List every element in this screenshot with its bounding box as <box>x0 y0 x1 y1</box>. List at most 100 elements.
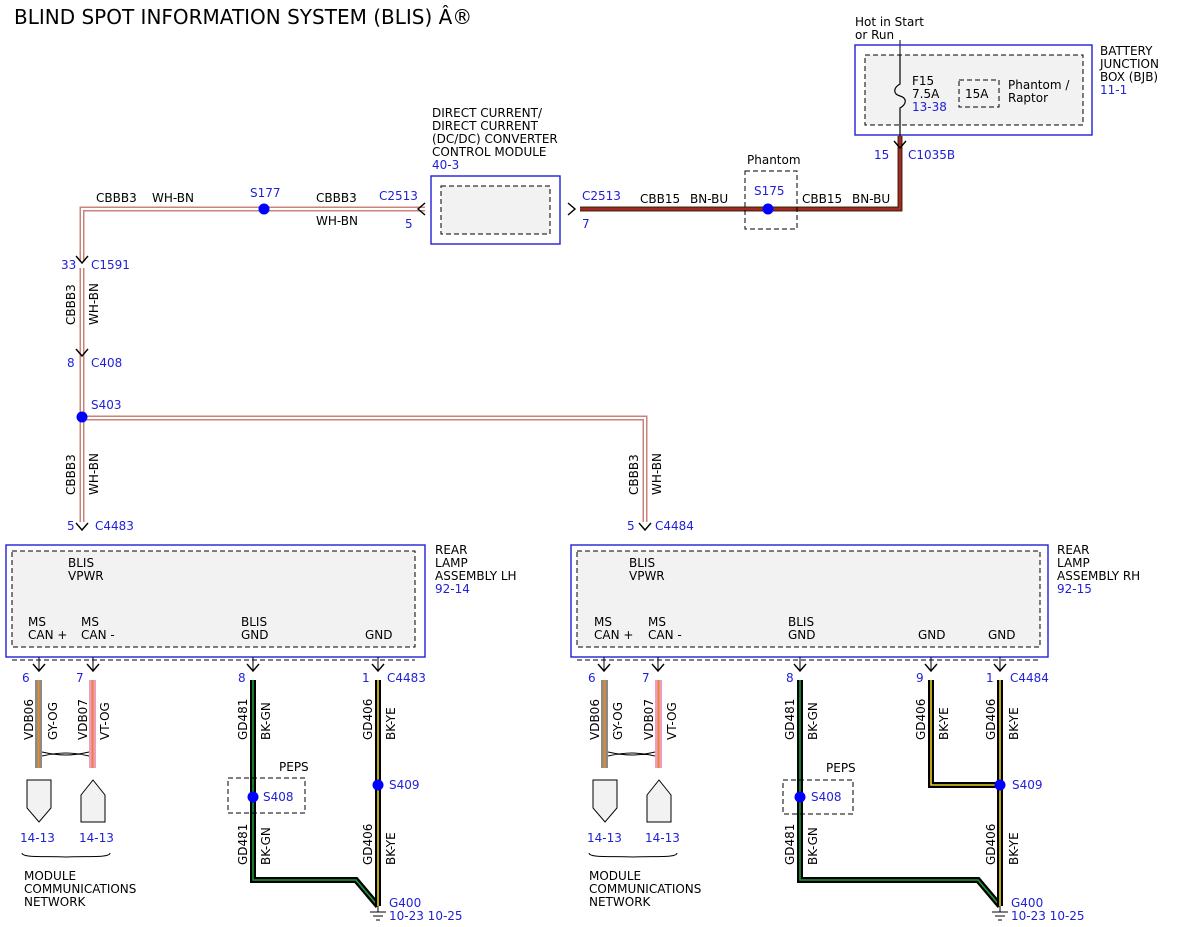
bjb-connector: C1035B <box>908 148 955 162</box>
wire-label-whbn-a: WH-BN <box>152 191 194 205</box>
rh-net-2: COMMUNICATIONS <box>589 882 701 896</box>
splice-s177 <box>258 203 270 215</box>
wire-label-bnbu-a: BN-BU <box>690 192 728 206</box>
rh-name-1: REAR <box>1057 543 1089 557</box>
connector-arrow-rh-pin7 <box>651 663 665 673</box>
rh-label-vtog: VT-OG <box>665 702 679 740</box>
lh-label-gd406-b: GD406 <box>361 824 375 865</box>
rh-blisgnd-2: GND <box>788 628 816 642</box>
lh-blisgnd-1: BLIS <box>241 615 267 629</box>
alt-note-1: Phantom / <box>1008 78 1070 92</box>
dcdc-in-connector: C2513 <box>582 189 621 203</box>
rh-label-gd406-b: GD406 <box>984 699 998 740</box>
lh-name-1: REAR <box>435 543 467 557</box>
rh-pin-7: 7 <box>642 671 650 685</box>
rh-label-bkgn-b: BK-GN <box>806 827 820 865</box>
splice-s409-rh <box>994 779 1006 791</box>
rh-peps-box <box>782 779 854 815</box>
rh-label-gd406-a: GD406 <box>914 699 928 740</box>
lh-ground-name: G400 <box>389 896 421 910</box>
lh-vpwr-2: VPWR <box>68 569 104 583</box>
lh-blisgnd-2: GND <box>241 628 269 642</box>
supply-label-1: Hot in Start <box>855 15 924 29</box>
rh-pin-6: 6 <box>588 671 596 685</box>
alt-fuse: 15A <box>965 87 989 101</box>
wire-label-cbb15-a: CBB15 <box>640 192 680 206</box>
ground-icon <box>370 906 386 921</box>
rh-net-1: MODULE <box>589 869 641 883</box>
wire-label-cbbb3-c: CBBB3 <box>64 284 78 325</box>
rh-label-bkye-b: BK-YE <box>1007 707 1021 740</box>
c4484-vpwr-pin: 5 <box>627 519 635 533</box>
dcdc-out-pin: 5 <box>405 217 413 231</box>
fuse-ref: 13-38 <box>912 100 947 114</box>
connector-arrow-rh-pin6 <box>597 663 611 673</box>
rear-lamp-rh-box <box>570 544 1049 658</box>
lh-connector: C4483 <box>387 671 426 685</box>
lh-vpwr-1: BLIS <box>68 556 94 570</box>
fuse-icon <box>894 55 906 136</box>
rh-name-2: LAMP <box>1057 556 1090 570</box>
s177-group: S177 CBBB3 WH-BN CBBB3 WH-BN <box>96 186 358 228</box>
rh-s409: S409 <box>1012 778 1043 792</box>
bjb-pin: 15 <box>874 148 889 162</box>
supply-label-2: or Run <box>855 28 894 42</box>
rh-label-gyog: GY-OG <box>611 702 625 740</box>
rh-peps: PEPS <box>826 761 856 775</box>
bjb-name-2: JUNCTION <box>1099 57 1159 71</box>
wire-label-whbn-d: WH-BN <box>87 453 101 495</box>
rh-label-gd481-a: GD481 <box>783 699 797 740</box>
rh-label-bkye-a: BK-YE <box>937 707 951 740</box>
connector-arrow-c2513-out <box>416 202 426 216</box>
lh-ground-refs: 10-23 10-25 <box>389 909 463 923</box>
rear-lamp-lh-inner <box>11 550 416 648</box>
rh-label-gd481-b: GD481 <box>783 824 797 865</box>
splice-s175 <box>762 203 774 215</box>
left-trunk: 33 C1591 CBBB3 WH-BN 8 C408 S403 CBBB3 W… <box>61 255 694 533</box>
wire-label-whbn-c: WH-BN <box>87 283 101 325</box>
page-title: BLIND SPOT INFORMATION SYSTEM (BLIS) Â® <box>14 5 472 29</box>
wire-label-cbbb3-d: CBBB3 <box>64 454 78 495</box>
rh-canm-2: CAN - <box>648 628 682 642</box>
rh-net-ref-2: 14-13 <box>645 831 680 845</box>
rh-net-3: NETWORK <box>589 895 652 909</box>
lh-label-gyog: GY-OG <box>46 702 60 740</box>
wire-label-cbbb3-b: CBBB3 <box>316 191 357 205</box>
wires <box>35 136 1003 908</box>
rh-net-ref-1: 14-13 <box>587 831 622 845</box>
c4484-vpwr-label: C4484 <box>655 519 694 533</box>
rh-vpwr-1: BLIS <box>629 556 655 570</box>
rh-connector-icon-can-plus <box>592 779 618 823</box>
connector-arrow-c1035b <box>893 140 907 150</box>
c1591-label: C1591 <box>91 258 130 272</box>
connector-arrow-rh-pin9 <box>924 663 938 673</box>
bjb-name-1: BATTERY <box>1100 44 1153 58</box>
lh-pin-1: 1 <box>362 671 370 685</box>
bjb-inner <box>864 54 1084 126</box>
dcdc-box <box>430 175 561 245</box>
wire-cbbb3-rh <box>82 415 648 522</box>
rh-ref: 92-15 <box>1057 582 1092 596</box>
lh-label-bkye-b: BK-YE <box>384 832 398 865</box>
lh-label-bkye-a: BK-YE <box>384 707 398 740</box>
lh-label-gd481-b: GD481 <box>236 824 250 865</box>
c4483-vpwr-label: C4483 <box>95 519 134 533</box>
rh-ground-refs: 10-23 10-25 <box>1011 909 1085 923</box>
lh-pin-7: 7 <box>76 671 84 685</box>
dcdc-out-connector: C2513 <box>379 189 418 203</box>
rh-canp-2: CAN + <box>594 628 633 642</box>
s403-label: S403 <box>91 398 122 412</box>
lh-canp-1: MS <box>28 615 46 629</box>
fuse-rating: 7.5A <box>912 87 940 101</box>
rh-gnd-a: GND <box>918 628 946 642</box>
alt-fuse-box <box>958 79 1000 108</box>
rh-label-bkgn-a: BK-GN <box>806 702 820 740</box>
splice-s408-lh <box>247 791 259 803</box>
rh-gnd-b: GND <box>988 628 1016 642</box>
lh-s409: S409 <box>389 778 420 792</box>
dcdc-name-1: DIRECT CURRENT/ <box>432 106 543 120</box>
lh-label-gd406-a: GD406 <box>361 699 375 740</box>
lh-peps: PEPS <box>279 760 309 774</box>
lh-canm-2: CAN - <box>81 628 115 642</box>
connector-arrow-c408 <box>75 348 89 358</box>
